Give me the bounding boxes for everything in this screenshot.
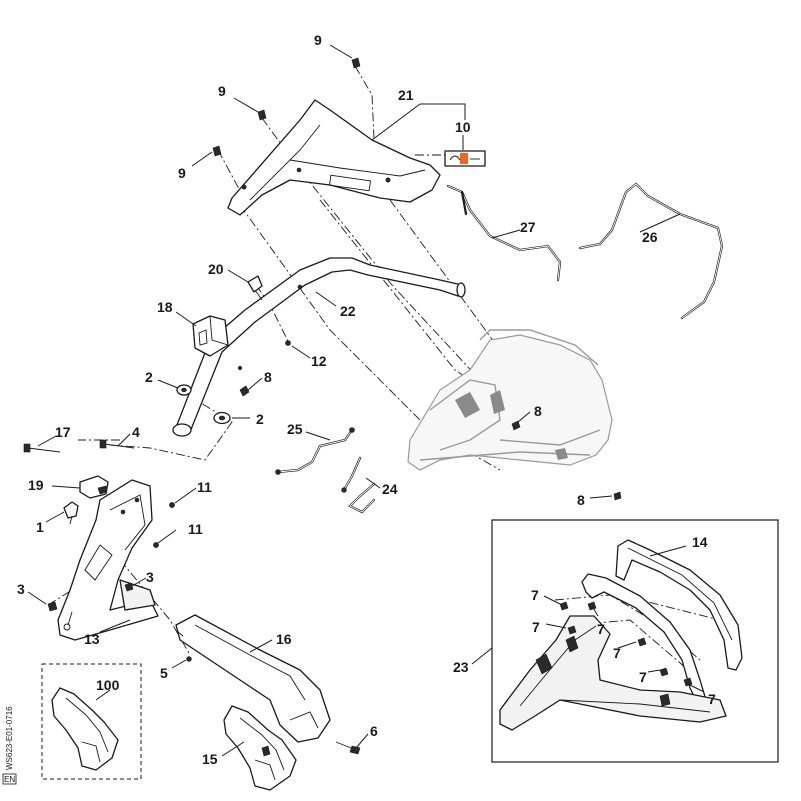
cable-part-27	[446, 184, 562, 282]
bracket-part-100	[51, 687, 119, 771]
bolt-part-4	[99, 439, 135, 449]
callout: 2	[145, 369, 153, 385]
cable-part-25	[275, 427, 355, 475]
clip-part-19	[79, 475, 109, 499]
callout: 10	[455, 119, 471, 135]
bolt-part-6	[335, 741, 361, 755]
screw-part-20	[247, 275, 263, 301]
callout: 16	[276, 631, 292, 647]
cable-part-24	[341, 456, 376, 514]
screw-part-7-c	[567, 625, 577, 635]
callout: 11	[188, 521, 203, 537]
nut-part-11-b	[153, 542, 159, 548]
bracket-part-15	[223, 705, 297, 791]
callout: 9	[178, 165, 186, 181]
callout: 24	[382, 481, 398, 497]
screw-part-7-d	[637, 637, 647, 647]
bolt-part-17	[23, 443, 61, 453]
detail-box-part-23	[491, 519, 779, 763]
side-code: WS623-E01-0716	[5, 706, 14, 770]
callout: 7	[532, 619, 540, 635]
callout: 14	[692, 534, 708, 550]
screw-part-3-b	[124, 582, 134, 592]
callout: 8	[264, 369, 272, 385]
callout: 6	[370, 723, 378, 739]
callout: 7	[708, 691, 716, 707]
washer-part-2-b	[213, 411, 231, 425]
callout: 3	[17, 581, 25, 597]
callout: 27	[520, 219, 536, 235]
callout: 100	[96, 677, 120, 693]
callout: 8	[577, 492, 585, 508]
bolt-part-8-b	[511, 420, 521, 431]
switch-box-part-18	[192, 315, 229, 357]
screw-part-7-e	[659, 667, 669, 677]
bolt-part-8-a	[239, 385, 250, 397]
callout: 26	[642, 229, 658, 245]
callout: 1	[36, 519, 44, 535]
bolt-part-8-c	[613, 491, 622, 501]
handle-tube-part-22	[172, 257, 466, 437]
callout: 9	[218, 83, 226, 99]
callout: 2	[256, 411, 264, 427]
screw-part-9-c	[212, 145, 222, 157]
callout: 21	[398, 87, 414, 103]
lower-cover-part-16	[175, 614, 331, 743]
callout: 18	[157, 299, 173, 315]
callout: 4	[132, 424, 140, 440]
detail-box-part-100	[41, 663, 142, 780]
screw-part-7-f	[683, 677, 693, 687]
screw-part-3-a	[47, 601, 58, 612]
callout: 19	[28, 477, 44, 493]
deck-part-23	[499, 615, 727, 731]
screw-part-7-a	[559, 601, 569, 611]
callout: 7	[639, 669, 647, 685]
screw-part-9-b	[257, 109, 267, 121]
callout: 25	[287, 421, 303, 437]
callout: 7	[613, 645, 621, 661]
callout: 3	[146, 569, 154, 585]
screw-part-5	[186, 656, 192, 662]
callout: 20	[208, 261, 224, 277]
decal-part-10	[444, 150, 486, 167]
nut-part-11-a	[169, 502, 175, 508]
callout: 9	[314, 32, 322, 48]
screw-part-9-a	[351, 57, 361, 69]
handle-cover-part-21	[227, 99, 441, 216]
callout: 11	[197, 479, 212, 495]
callout: 23	[453, 659, 469, 675]
callout: 8	[534, 403, 542, 419]
callout: 13	[84, 631, 100, 647]
mower-deck-ghost	[407, 329, 613, 471]
callout: 7	[531, 587, 539, 603]
language-tag-box	[2, 773, 17, 785]
callout: 5	[160, 665, 168, 681]
handle-frame-part-14	[615, 539, 743, 671]
callout: 12	[311, 353, 327, 369]
callout: 15	[202, 751, 218, 767]
bolt-part-12	[285, 340, 291, 346]
language-tag: EN	[4, 775, 15, 784]
pin-part-1	[63, 501, 79, 525]
callout: 22	[340, 303, 356, 319]
callout: 17	[55, 424, 71, 440]
bail-bar-part-26	[578, 182, 724, 320]
callouts: 9 9 9 21 10 27 26 20 22 18 12 2 8 2 8 17…	[17, 32, 716, 767]
leader-lines	[27, 44, 705, 757]
callout: 7	[597, 621, 605, 637]
washer-part-2-a	[176, 384, 192, 396]
